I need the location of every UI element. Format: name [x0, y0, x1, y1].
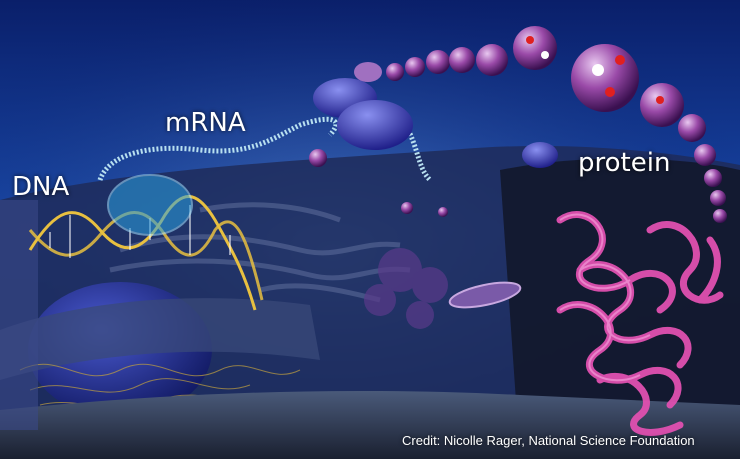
mitochondrion: [448, 281, 522, 309]
credit-text: Credit: Nicolle Rager, National Science …: [402, 433, 695, 448]
molecule-atoms: [526, 36, 664, 104]
protein-label: protein: [578, 148, 671, 178]
left-membrane: [0, 200, 38, 430]
small-bead-3: [438, 207, 448, 217]
small-bead-1: [309, 149, 327, 167]
small-bead-2: [401, 202, 413, 214]
floating-ribosome: [522, 142, 558, 168]
dna-label: DNA: [12, 172, 70, 202]
nuclear-envelope: [0, 298, 320, 380]
mrna-label: mRNA: [165, 108, 246, 138]
cell-floor: [0, 390, 740, 459]
protein-ribbon-highlight: [559, 213, 651, 382]
ribosome: [313, 62, 413, 150]
mrna-tail: [393, 108, 432, 182]
mrna-strand: [97, 116, 339, 181]
organelles: [364, 248, 448, 329]
transcription-bubble: [107, 174, 193, 236]
